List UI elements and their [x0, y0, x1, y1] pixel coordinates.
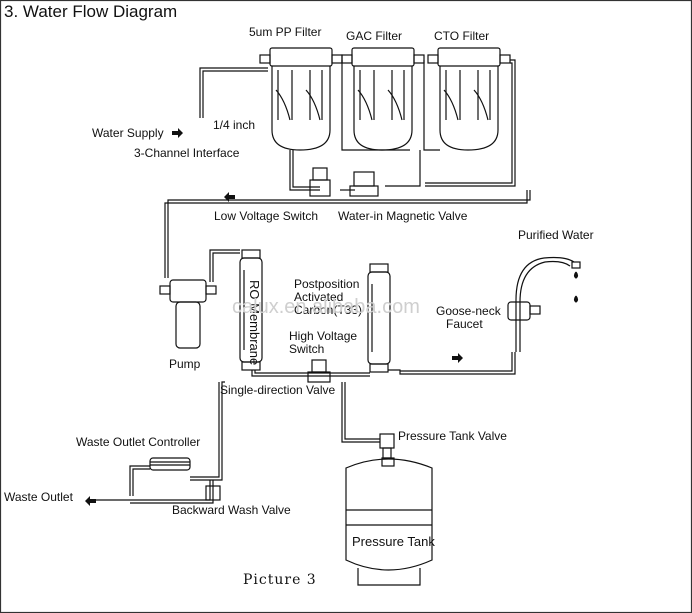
- label-three-channel: 3-Channel Interface: [134, 146, 240, 160]
- pressure-tank-valve: [379, 433, 395, 459]
- label-postposition-1: Postposition: [294, 277, 360, 291]
- label-waste-controller: Waste Outlet Controller: [76, 435, 201, 449]
- cto-filter: [427, 47, 511, 151]
- label-high-voltage-1: High Voltage: [289, 329, 358, 343]
- label-gooseneck-2: Faucet: [446, 317, 483, 331]
- label-gac-filter: GAC Filter: [346, 29, 403, 43]
- gac-filter: [341, 47, 425, 151]
- pipe-waste: [190, 381, 225, 481]
- pipe-gac-cto: [423, 60, 440, 151]
- pipe-pump-ro: [209, 249, 240, 282]
- pressure-tank-shape: [345, 457, 433, 586]
- waste-controller: [149, 457, 191, 471]
- page-title: 3. Water Flow Diagram: [4, 2, 178, 21]
- label-pressure-valve: Pressure Tank Valve: [398, 429, 507, 443]
- label-water-supply: Water Supply: [92, 126, 164, 140]
- arrow-supply: [172, 128, 183, 138]
- pipe-pp-gac: [341, 60, 410, 151]
- pump: [159, 279, 217, 349]
- label-quarter-inch: 1/4 inch: [213, 118, 256, 132]
- pp-filter: [259, 47, 343, 151]
- label-waste-outlet: Waste Outlet: [4, 490, 73, 504]
- low-voltage-switch: [309, 167, 331, 197]
- label-postposition-2: Activated: [294, 290, 344, 304]
- label-ro-membrane: RO Membrane: [247, 280, 262, 366]
- label-low-voltage: Low Voltage Switch: [214, 209, 319, 223]
- label-backward-wash: Backward Wash Valve: [172, 503, 291, 517]
- gooseneck-faucet: [507, 256, 581, 352]
- ro-membrane: [239, 249, 263, 371]
- pipe-supply-inner: [202, 70, 268, 118]
- magnetic-valve: [349, 171, 379, 197]
- watermark: calux.en.alibaba.com: [232, 296, 420, 318]
- backward-wash-valve: [205, 485, 221, 501]
- label-gooseneck-1: Goose-neck: [436, 304, 501, 318]
- pipe-supply: [199, 67, 268, 118]
- pipe-to-pump: [167, 190, 531, 278]
- pipe-cto-out: [425, 59, 516, 187]
- arrow-right: [452, 353, 463, 363]
- arrow-left: [224, 192, 235, 202]
- label-pump: Pump: [169, 357, 201, 371]
- pipe-to-tank-valve: [341, 382, 380, 443]
- label-pp-filter: 5um PP Filter: [249, 25, 322, 39]
- arrow-waste: [85, 496, 96, 506]
- label-single-direction: Single-direction Valve: [220, 383, 336, 397]
- label-pressure-tank: Pressure Tank: [352, 534, 435, 549]
- label-water-in-valve: Water-in Magnetic Valve: [338, 209, 468, 223]
- pipe-carbon-faucet: [388, 352, 516, 375]
- high-voltage-switch: [307, 359, 331, 383]
- label-postposition-3: Carbon(T33): [294, 303, 363, 317]
- carbon-t33: [367, 263, 391, 373]
- caption: Picture 3: [243, 572, 317, 588]
- label-purified-water: Purified Water: [518, 228, 594, 242]
- pipe-ro-carbon: [251, 370, 370, 377]
- label-cto-filter: CTO Filter: [434, 29, 490, 43]
- pipe-to-switch: [289, 150, 320, 191]
- label-high-voltage-2: Switch: [289, 342, 325, 356]
